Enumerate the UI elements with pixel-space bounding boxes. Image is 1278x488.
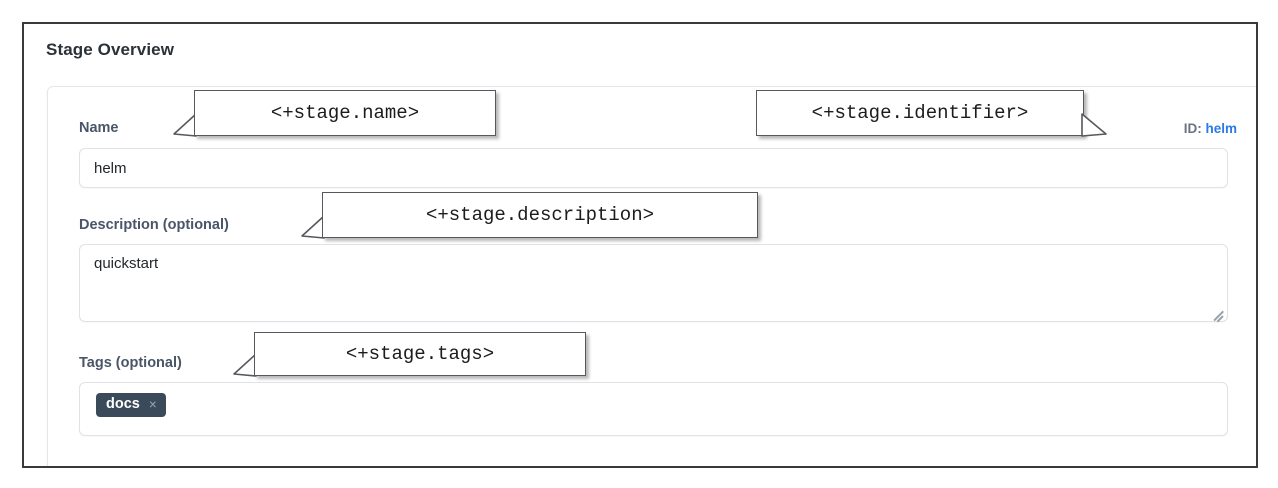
callout-tags-text: <+stage.tags> [254, 332, 586, 376]
callout-stage-identifier: <+stage.identifier> [756, 90, 1107, 137]
name-input[interactable] [79, 148, 1228, 188]
identifier-prefix-label: ID: [1183, 121, 1202, 136]
description-textarea[interactable] [79, 244, 1228, 322]
tags-input-box[interactable]: docs × [79, 382, 1228, 436]
callout-stage-name: <+stage.name> [172, 90, 496, 137]
callout-identifier-text: <+stage.identifier> [756, 90, 1084, 136]
callout-stage-tags: <+stage.tags> [232, 332, 586, 377]
tag-chip-list: docs × [96, 393, 166, 417]
description-field-label: Description (optional) [79, 217, 229, 233]
callout-name-text: <+stage.name> [194, 90, 496, 136]
screenshot-frame: Stage Overview Name ID: helm Description… [22, 22, 1258, 468]
tag-chip-label: docs [106, 396, 140, 412]
callout-description-text: <+stage.description> [322, 192, 758, 238]
stage-identifier-display: ID: helm [1184, 121, 1237, 136]
callout-identifier-tail-icon [1081, 113, 1107, 137]
tag-remove-icon[interactable]: × [148, 396, 157, 412]
page-title: Stage Overview [46, 40, 175, 59]
tag-chip-docs[interactable]: docs × [96, 393, 166, 417]
identifier-value-link[interactable]: helm [1205, 121, 1237, 136]
tags-field-label: Tags (optional) [79, 355, 182, 371]
callout-stage-description: <+stage.description> [300, 192, 758, 239]
name-field-label: Name [79, 120, 119, 136]
